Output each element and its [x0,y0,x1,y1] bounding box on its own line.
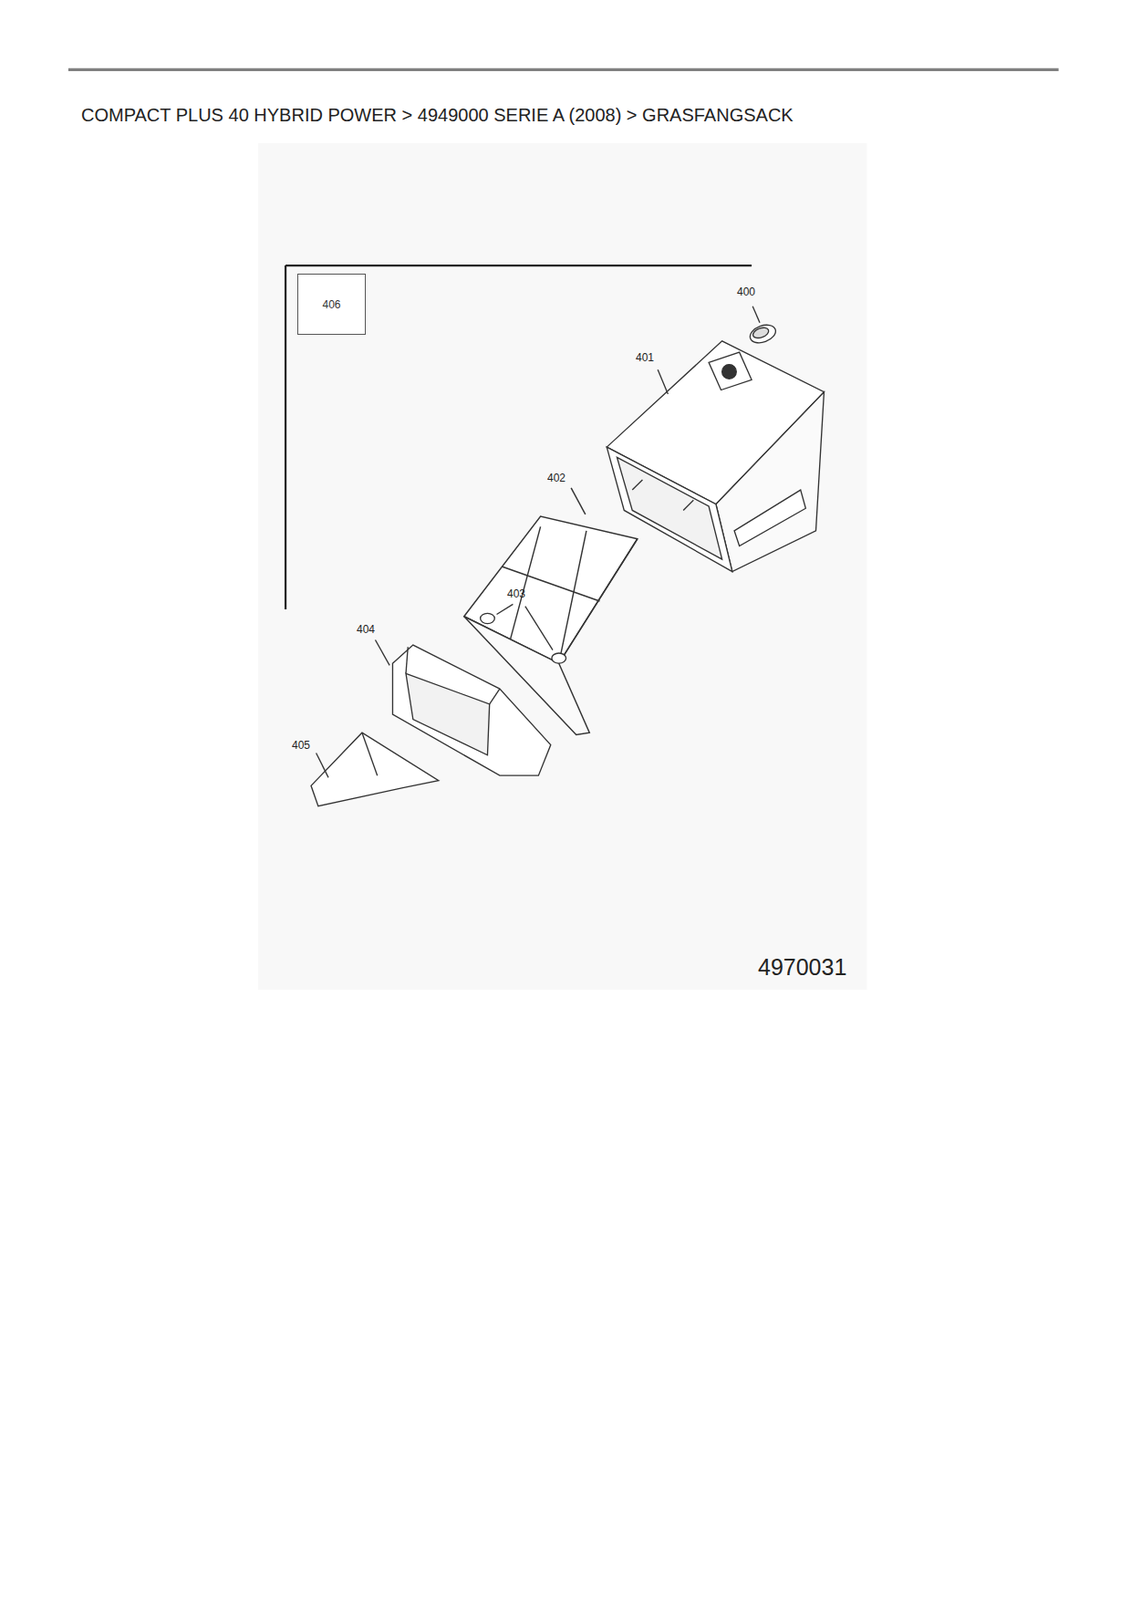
clip-parts [480,603,567,664]
drawing-number: 4970031 [757,955,847,979]
deflector-flap [311,732,439,807]
callout-number: 405 [291,739,311,751]
grass-bag [606,341,824,572]
bag-holder [374,639,550,776]
page-title: COMPACT PLUS 40 HYBRID POWER > 4949000 S… [81,105,794,125]
callout-number: 401 [635,352,654,364]
callout-number: 406 [321,298,341,312]
reference-box: 406 [297,273,366,335]
callout-number: 402 [547,472,566,484]
cap-part [747,306,779,347]
callout-number: 400 [736,286,756,298]
image-ground [258,143,868,990]
callout-number: 404 [356,623,375,635]
header-rule [68,68,1059,72]
callout-number: 403 [507,588,526,600]
